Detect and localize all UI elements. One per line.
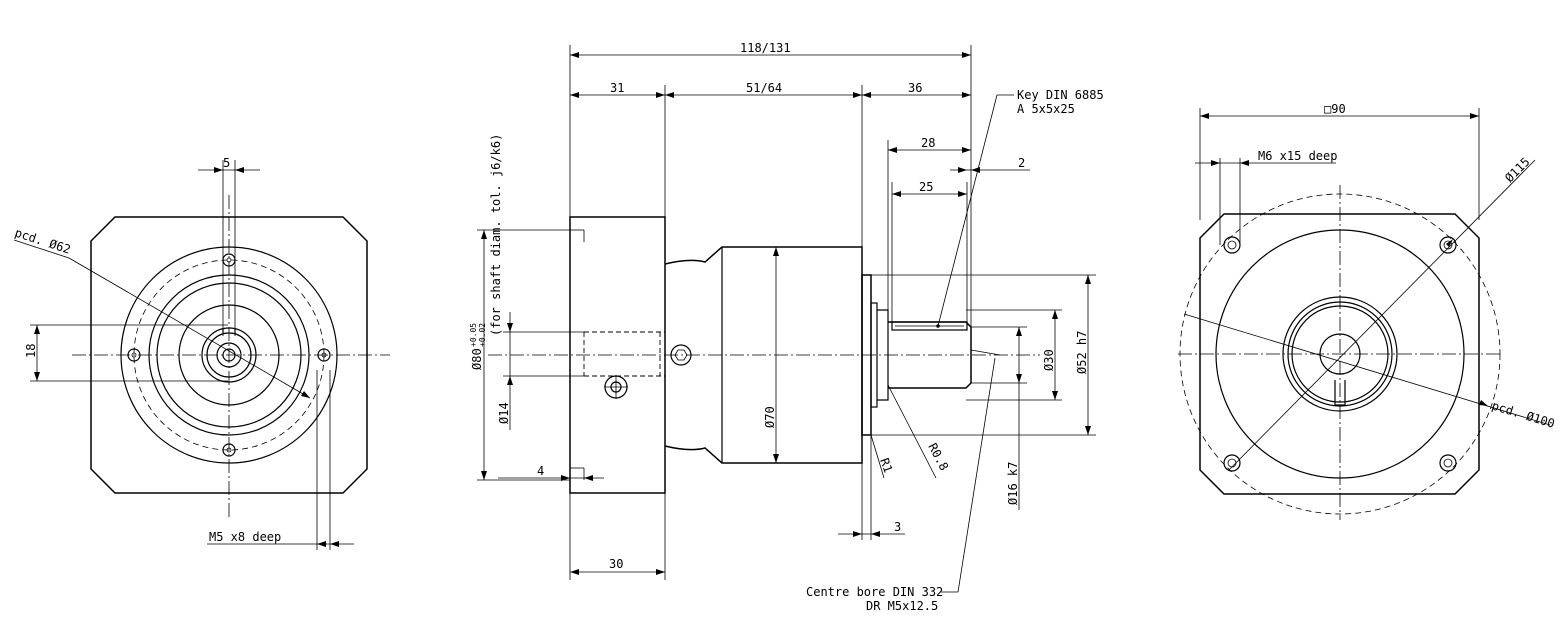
pcd62-label: pcd. Ø62 <box>13 226 72 257</box>
dim-height-18: 18 <box>24 344 38 358</box>
input-note: (for shaft diam. tol. j6/k6) <box>489 134 503 336</box>
dia-shaft-shoulder: Ø30 <box>1042 349 1056 371</box>
centre-bore-label-2: DR M5x12.5 <box>866 599 938 613</box>
dia-body: Ø70 <box>763 406 777 428</box>
dia-input-tol-upper: +0.05 <box>469 323 478 347</box>
dim-30-bottom: 30 <box>609 557 623 571</box>
dim-overall-length: 118/131 <box>740 41 791 55</box>
dia-spigot: Ø52 h7 <box>1075 331 1089 374</box>
pcd62-leader <box>68 257 311 399</box>
r1-leader <box>870 434 885 479</box>
dim-4: 4 <box>537 464 544 478</box>
key-label-1: Key DIN 6885 <box>1017 88 1104 102</box>
dim-flange-length: 31 <box>610 81 624 95</box>
dia-outer: Ø115 <box>1502 155 1532 185</box>
right-output-view: □90 M6 x15 deep Ø115 pcd. Ø100 <box>1178 102 1556 520</box>
dim-25-arrows <box>892 191 967 197</box>
dia-input-flange: Ø80 <box>470 348 484 370</box>
dia-input-bore: Ø14 <box>497 402 511 424</box>
m6-label: M6 x15 deep <box>1258 149 1337 163</box>
dia-shaft: Ø16 k7 <box>1006 462 1020 505</box>
dim5-arrows <box>214 167 244 173</box>
dim-30r-arrows <box>1052 310 1058 400</box>
centre-bore-mark <box>970 349 1001 356</box>
dim-body-length: 51/64 <box>746 81 782 95</box>
key-label-2: A 5x5x25 <box>1017 102 1075 116</box>
key-leader <box>937 94 998 327</box>
centre-bore-label-1: Centre bore DIN 332 <box>806 585 943 599</box>
dim-key-inner: 25 <box>919 180 933 194</box>
shaft-key <box>891 321 968 331</box>
pcd100-label: pcd. Ø100 <box>1490 398 1556 430</box>
dim-shoulder: 2 <box>1018 156 1025 170</box>
m5-label: M5 x8 deep <box>209 530 281 544</box>
dim-row2-arrows <box>570 92 971 98</box>
r08-leader <box>887 384 937 479</box>
dim-2-arrows <box>958 167 980 173</box>
dia115-arrow <box>1446 239 1453 247</box>
pcd100-arrow <box>1479 400 1488 406</box>
radius-r1: R1 <box>877 456 895 474</box>
dim-shaft-length: 36 <box>908 81 922 95</box>
centre-bore-leader <box>957 357 996 593</box>
gearbox-side-view: 118/131 31 51/64 36 28 25 2 Key DIN 6885… <box>469 41 1104 613</box>
pcd62-arrow <box>301 391 310 398</box>
right-flange-outline <box>1199 213 1480 495</box>
dim-28-arrows <box>888 147 971 153</box>
dim-square: □90 <box>1324 102 1346 116</box>
pcd62-shelf <box>13 239 70 259</box>
dim-keyway-width: 5 <box>223 156 230 170</box>
dim-3: 3 <box>894 520 901 534</box>
dim-key-outer: 28 <box>921 136 935 150</box>
left-flange-outline <box>90 216 368 494</box>
left-input-view: 5 18 pcd. Ø62 M5 x8 deep <box>13 156 390 550</box>
m6-arrows <box>1211 160 1249 166</box>
dim-3-arrows <box>853 531 880 537</box>
pcd100-line <box>1183 313 1551 426</box>
radius-r08: R0.8 <box>925 441 951 473</box>
dia115-line <box>1228 159 1536 471</box>
dim-4-arrows <box>561 475 593 481</box>
dia-input-tol-lower: +0.02 <box>478 323 487 347</box>
m5-arrows <box>317 541 339 547</box>
